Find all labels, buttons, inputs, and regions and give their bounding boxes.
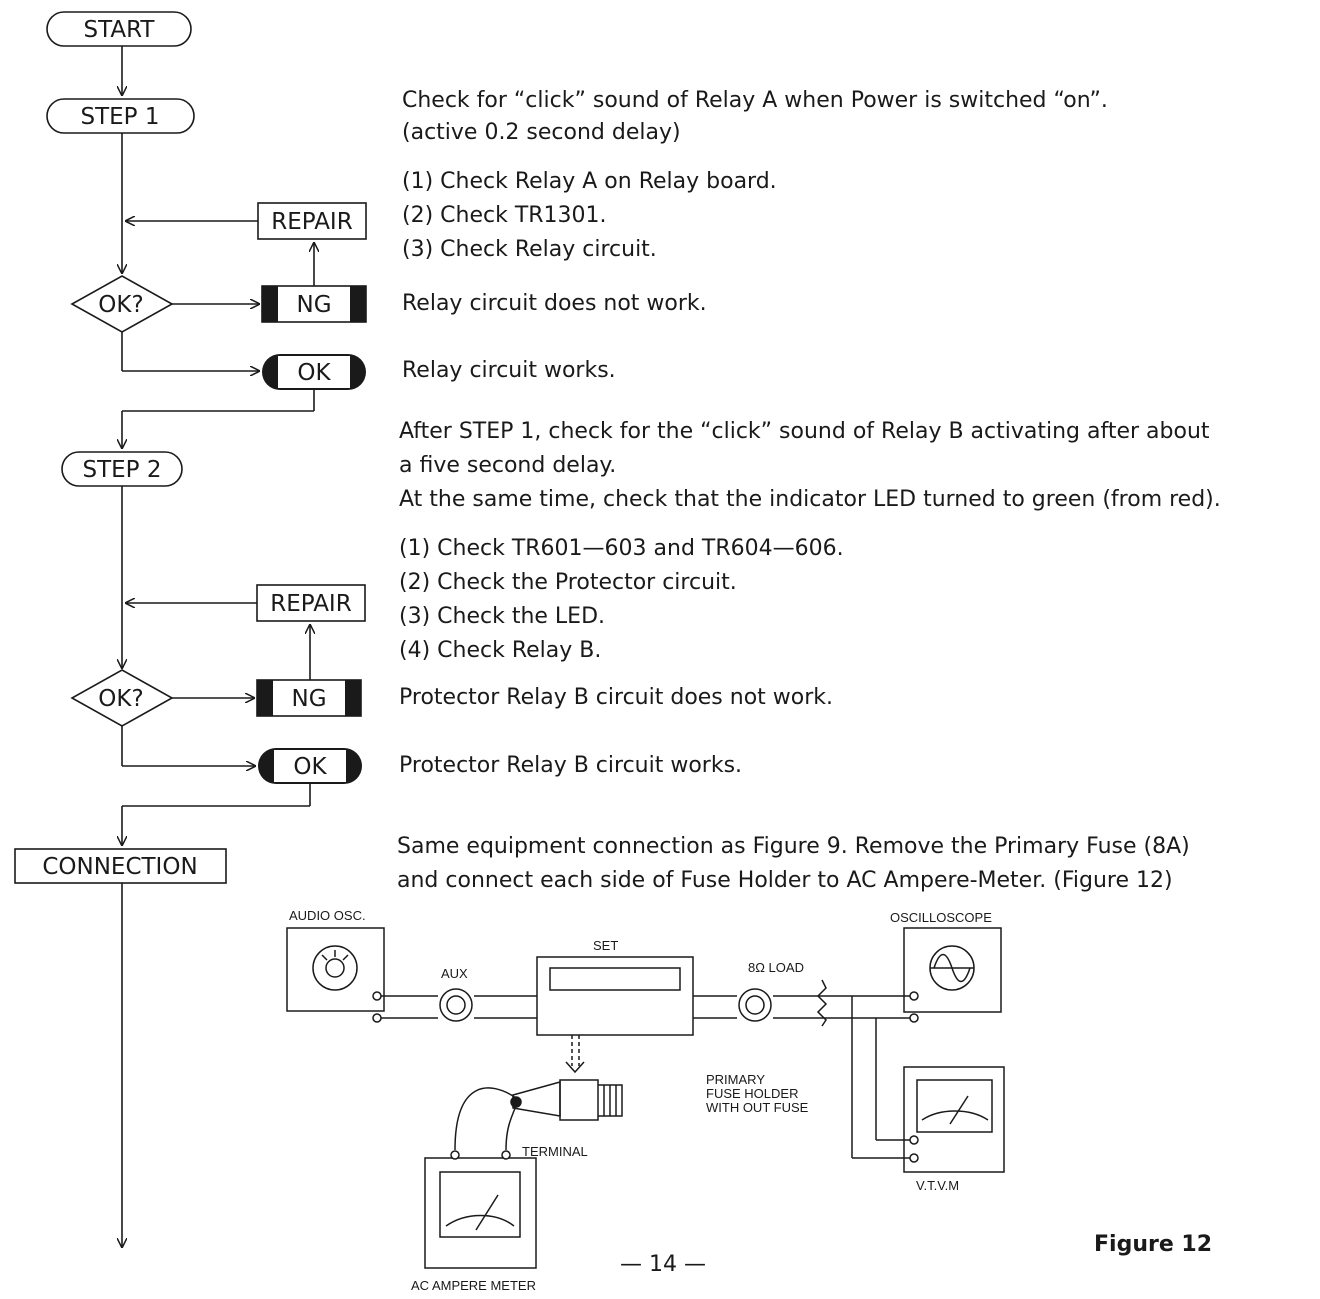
decision-label-2: OK? <box>98 686 143 712</box>
repair-label-1: REPAIR <box>271 209 352 235</box>
step1-check-1: (1) Check Relay A on Relay board. <box>402 169 777 194</box>
meter-needle-icon <box>916 1079 993 1133</box>
step1-check-3: (3) Check Relay circuit. <box>402 237 657 262</box>
step1-ng-text: Relay circuit does not work. <box>402 291 707 316</box>
step2-intro-line2: a five second delay. <box>399 453 617 478</box>
fuse-holder-icon <box>510 1079 623 1121</box>
output-connector-icon <box>738 988 772 1022</box>
connection-line1: Same equipment connection as Figure 9. R… <box>397 834 1190 859</box>
ng-label-1: NG <box>296 292 331 318</box>
step1-terminator <box>46 98 195 134</box>
audio-osc-box <box>286 927 385 1012</box>
oscilloscope-box <box>903 927 1002 1013</box>
audio-osc-label: AUDIO OSC. <box>289 908 366 923</box>
ac-meter-needle-icon <box>439 1171 521 1238</box>
sine-wave-icon <box>929 945 975 991</box>
step2-intro-line3: At the same time, check that the indicat… <box>399 487 1221 512</box>
ng-badge-2 <box>256 679 362 717</box>
step2-label: STEP 2 <box>83 457 162 483</box>
ok-label-2: OK <box>293 754 327 780</box>
step2-ng-text: Protector Relay B circuit does not work. <box>399 685 834 710</box>
step2-check-4: (4) Check Relay B. <box>399 638 602 663</box>
ac-ampere-meter-box <box>424 1157 537 1269</box>
set-label: SET <box>593 938 618 953</box>
step2-check-2: (2) Check the Protector circuit. <box>399 570 737 595</box>
ok-badge-2 <box>258 748 362 784</box>
page-number: — 14 — <box>620 1252 706 1277</box>
aux-connector-icon <box>439 988 473 1022</box>
start-terminator <box>46 11 192 47</box>
step2-check-1: (1) Check TR601—603 and TR604—606. <box>399 536 844 561</box>
ac-meter-label: AC AMPERE METER <box>411 1278 536 1293</box>
decision-label-1: OK? <box>98 292 143 318</box>
oscilloscope-label: OSCILLOSCOPE <box>890 910 992 925</box>
step2-intro-line1: After STEP 1, check for the “click” soun… <box>399 419 1210 444</box>
terminal-label: TERMINAL <box>522 1144 588 1159</box>
step1-check-2: (2) Check TR1301. <box>402 203 607 228</box>
step1-intro-line2: (active 0.2 second delay) <box>402 120 681 145</box>
step2-ok-text: Protector Relay B circuit works. <box>399 753 743 778</box>
load-resistor-icon <box>816 979 828 1027</box>
connection-box <box>14 848 227 884</box>
step1-intro-line1: Check for “click” sound of Relay A when … <box>402 88 1108 113</box>
repair-label-2: REPAIR <box>270 591 351 617</box>
start-label: START <box>84 17 156 43</box>
primary-label-1: PRIMARY <box>706 1072 765 1087</box>
connection-line2: and connect each side of Fuse Holder to … <box>397 868 1173 893</box>
vtvm-box <box>903 1066 1005 1173</box>
step2-check-3: (3) Check the LED. <box>399 604 606 629</box>
ok-label-1: OK <box>297 360 331 386</box>
vtvm-label: V.T.V.M <box>916 1178 959 1193</box>
ng-badge-1 <box>261 285 367 323</box>
oscillator-dial-icon <box>312 945 358 991</box>
connection-label: CONNECTION <box>42 854 197 880</box>
load-label: 8Ω LOAD <box>748 960 804 975</box>
ng-label-2: NG <box>291 686 326 712</box>
ok-badge-1 <box>262 354 366 390</box>
aux-label: AUX <box>441 966 468 981</box>
primary-label-3: WITH OUT FUSE <box>706 1100 809 1115</box>
step1-ok-text: Relay circuit works. <box>402 358 616 383</box>
step1-label: STEP 1 <box>81 104 160 130</box>
figure-caption: Figure 12 <box>1094 1232 1213 1257</box>
primary-label-2: FUSE HOLDER <box>706 1086 798 1101</box>
